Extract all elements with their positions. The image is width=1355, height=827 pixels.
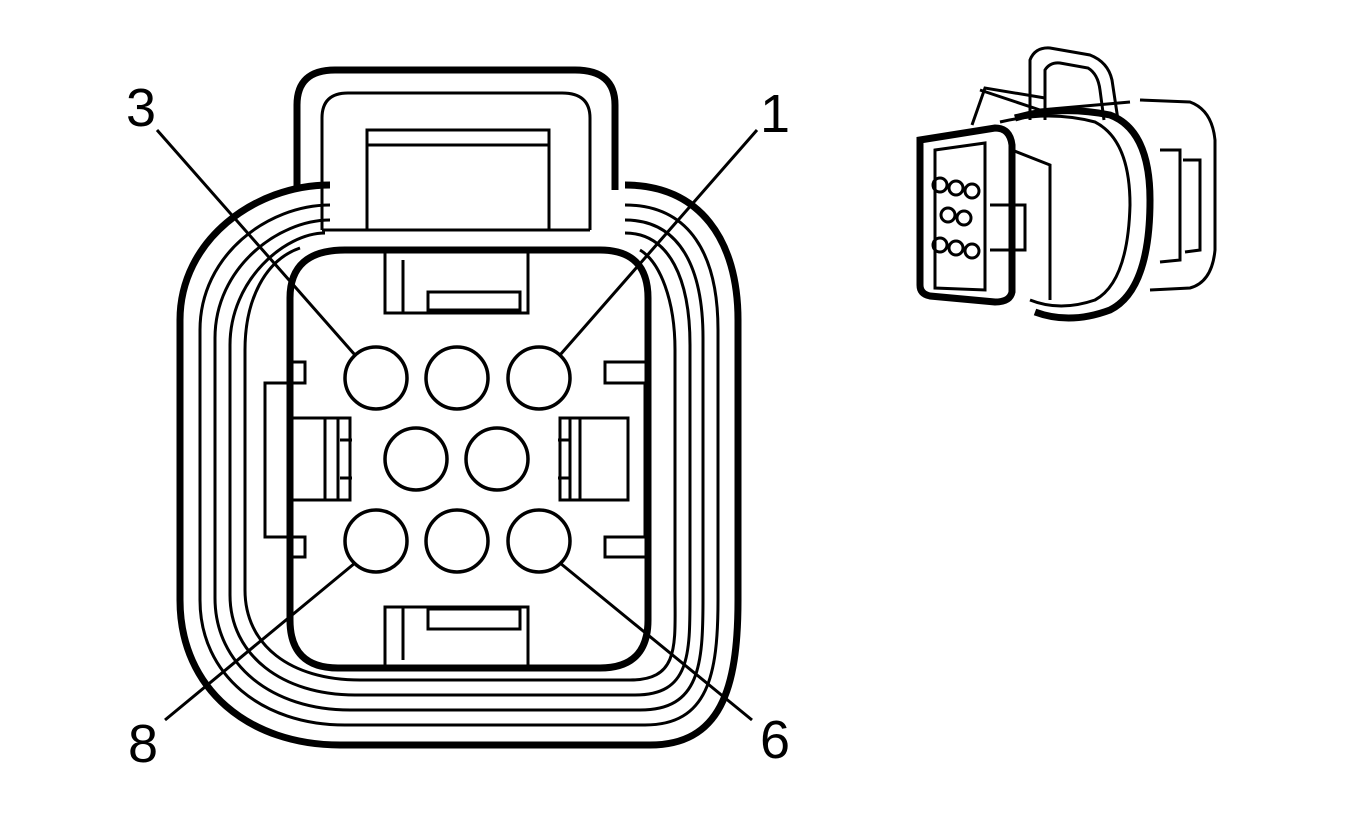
upper-keyway-slot [426, 290, 522, 312]
right-latch-frame [603, 360, 648, 559]
iso-lever [1028, 46, 1120, 121]
iso-cavity-1 [931, 176, 949, 194]
pin-label-8: 8 [128, 714, 158, 774]
iso-cavity-6 [931, 236, 949, 254]
seal-ring-4 [228, 231, 692, 697]
connector-face-view: 3 1 8 6 [126, 66, 790, 774]
iso-right-latch [1159, 148, 1182, 264]
iso-cavity-8 [963, 242, 981, 260]
cavity-pin-8 [343, 508, 409, 574]
seal-ring-3 [213, 218, 705, 712]
leader-line-pin-3 [155, 129, 357, 356]
iso-seal-collar-inner [999, 114, 1132, 308]
iso-top-edge-2 [970, 86, 1046, 126]
cavity-pin-7 [424, 508, 490, 574]
cavity-pin-1 [506, 345, 572, 411]
seal-ring-2 [198, 203, 720, 727]
iso-lever-inner [1043, 61, 1106, 121]
connector-isometric-view [916, 46, 1217, 322]
cavity-pin-5 [383, 426, 449, 492]
iso-front-face [916, 124, 1016, 306]
leader-line-pin-8 [164, 561, 356, 722]
iso-cavity-5 [955, 209, 973, 227]
top-lock-tab-inner [320, 91, 592, 230]
iso-top-edge [979, 88, 1131, 112]
leader-line-pin-1 [558, 129, 759, 356]
iso-right-latch-2 [1183, 158, 1202, 254]
iso-side-edge [1011, 148, 1052, 300]
left-latch [288, 416, 352, 502]
cavity-pin-6 [506, 508, 572, 574]
iso-cavity-3 [963, 182, 981, 200]
pin-label-3: 3 [126, 78, 156, 138]
leader-line-pin-6 [559, 561, 753, 722]
outer-seal-ring [176, 181, 742, 749]
iso-seal-collar [1014, 107, 1154, 322]
pin-label-1: 1 [760, 84, 790, 144]
iso-cavity-4 [939, 206, 957, 224]
iso-right-body [1139, 98, 1217, 292]
seal-ring-5 [243, 246, 677, 682]
cavity-pin-4 [464, 426, 530, 492]
iso-side-slot [990, 203, 1027, 252]
lower-keyway [383, 605, 530, 668]
upper-keyway [383, 250, 530, 315]
cavity-pin-2 [424, 345, 490, 411]
cavity-pin-3 [343, 345, 409, 411]
left-latch-frame [263, 360, 307, 559]
lower-keyway-slot [426, 607, 522, 631]
iso-cavity-2 [947, 179, 965, 197]
top-lock-tab-outer [293, 66, 619, 190]
iso-cavity-7 [947, 239, 965, 257]
pin-label-6: 6 [760, 710, 790, 770]
inner-face-outline [286, 246, 652, 672]
right-latch [558, 416, 630, 502]
